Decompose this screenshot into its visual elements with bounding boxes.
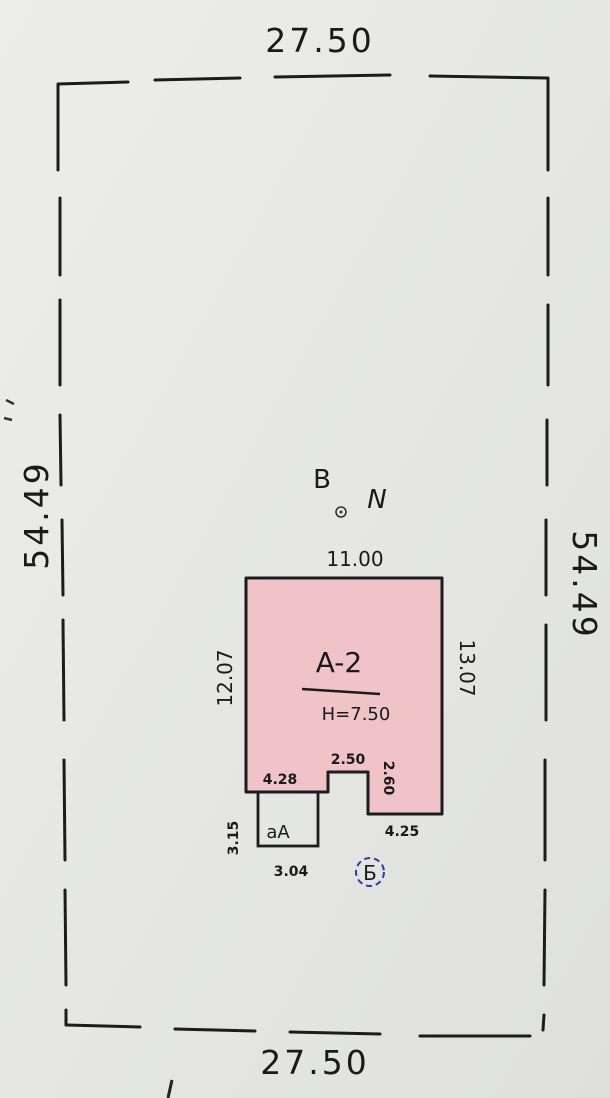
entrance-marker-circle [355,857,385,887]
annex-label: aA [266,822,290,843]
annex-bottom-dimension: 3.04 [274,864,309,880]
building-right-dimension: 13.07 [455,639,479,696]
plot-right-dimension: 54.49 [565,530,604,639]
compass-point-icon [335,506,347,518]
building-a2-outline [244,576,444,816]
bottom-right-dimension: 4.25 [385,824,420,840]
left-edge-mark [3,398,15,422]
plot-top-dimension: 27.50 [265,21,374,60]
bottom-stray-mark [166,1079,174,1098]
entrance-marker-label: Б [363,861,377,885]
north-label: N [367,485,386,515]
building-label: A-2 [316,646,362,679]
building-top-dimension: 11.00 [326,547,383,571]
entrance-marker: Б [355,857,385,887]
west-label: B [313,465,331,495]
building-left-dimension: 12.07 [213,649,237,706]
annex-side-dimension: 3.15 [226,821,242,856]
bottom-left-dimension: 4.28 [263,772,298,788]
notch-depth-dimension: 2.60 [380,761,396,796]
annex-outline [256,790,320,848]
building-height-label: H=7.50 [322,704,391,725]
plot-boundary [56,73,550,1038]
building-label-underline [301,687,381,696]
plot-left-dimension: 54.49 [17,460,56,569]
plot-bottom-dimension: 27.50 [260,1043,369,1082]
notch-top-dimension: 2.50 [331,752,366,768]
compass-marker: B N [313,465,387,518]
